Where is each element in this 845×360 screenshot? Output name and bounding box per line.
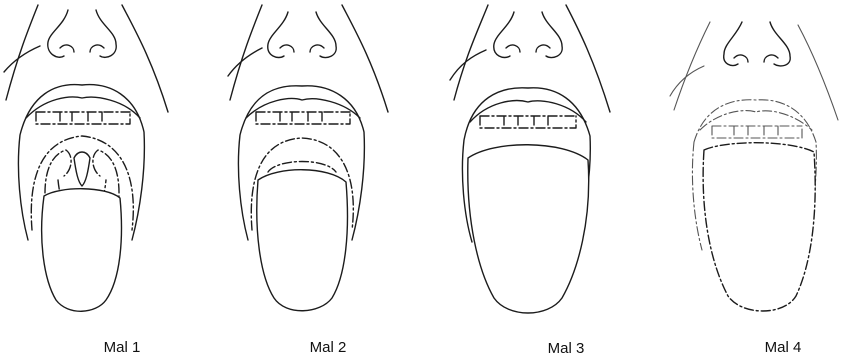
nose-icon — [268, 12, 336, 58]
tongue — [42, 189, 122, 312]
teeth — [256, 112, 350, 124]
nose-icon — [494, 12, 562, 58]
cheek-line-mid-left — [670, 66, 704, 96]
cheek-line-left — [454, 5, 488, 100]
cheek-line-left — [674, 22, 710, 110]
cheek-line-left — [230, 5, 262, 100]
teeth — [480, 116, 576, 128]
cheek-line-right — [798, 25, 838, 120]
teeth — [712, 126, 802, 138]
panel-mal-4 — [670, 22, 838, 311]
cheek-line-left — [6, 5, 38, 100]
panel-label-mal-1: Mal 1 — [104, 339, 141, 356]
panel-mal-1 — [4, 5, 168, 311]
upper-lip — [470, 101, 586, 122]
cheek-line-right — [566, 5, 610, 112]
tongue — [703, 143, 815, 311]
upper-lip — [246, 99, 360, 118]
nose-icon — [48, 10, 116, 57]
uvula — [74, 152, 90, 186]
panel-label-mal-4: Mal 4 — [765, 339, 802, 356]
tongue — [257, 170, 348, 311]
panel-label-mal-2: Mal 2 — [310, 339, 347, 356]
cheek-line-right — [342, 5, 388, 112]
cheek-line-right — [122, 5, 168, 112]
panel-mal-3 — [450, 5, 610, 313]
teeth — [36, 112, 130, 124]
cheek-line-mid-left — [4, 46, 40, 72]
upper-lip — [700, 111, 812, 130]
panel-label-mal-3: Mal 3 — [548, 340, 585, 357]
nose-icon — [724, 22, 790, 66]
tongue — [468, 145, 589, 313]
upper-lip — [26, 97, 140, 118]
panel-mal-2 — [228, 5, 388, 311]
